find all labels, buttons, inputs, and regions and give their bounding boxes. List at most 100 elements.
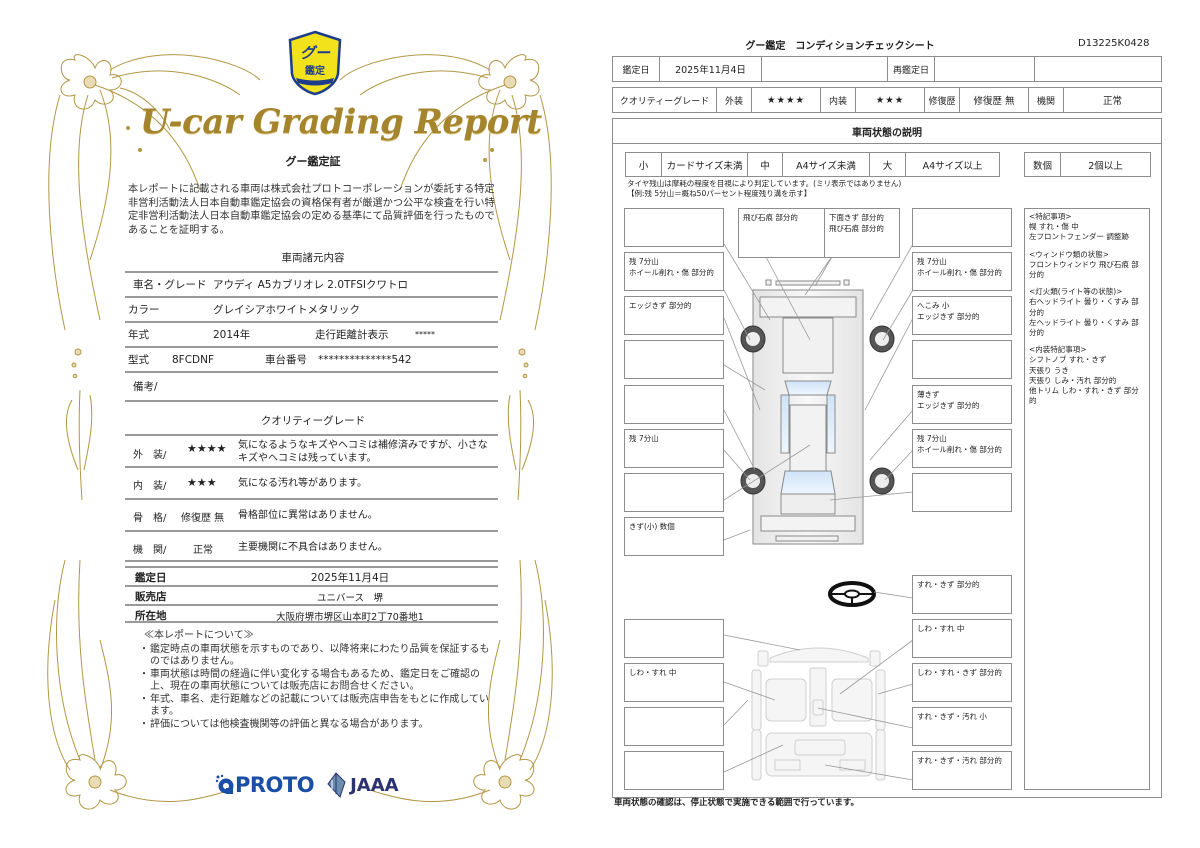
count-legend: 数個 2個以上	[1024, 152, 1151, 177]
interior-comment-box	[624, 751, 724, 790]
repair-history-label: 修復歴	[925, 88, 960, 112]
grade-rating: ★★★★	[187, 442, 227, 455]
grade-label: クオリティーグレード	[613, 88, 717, 112]
bullet: ・	[139, 718, 149, 730]
count-value: 2個以上	[1088, 160, 1123, 172]
note-item: ・年式、車名、走行距離などの記載については販売店申告をもとに作成しています。	[138, 694, 498, 719]
size-medium-value: A4サイズ未満	[783, 153, 870, 176]
grade-row-interior: 内 装/ ★★★ 気になる汚れ等があります。	[125, 466, 498, 498]
notes-line: 他トリム しわ・すれ・きず 部分的	[1029, 386, 1139, 406]
appraisal-shop-table: 鑑定日 2025年11月4日 販売店 ユニバース 堺 所在地 大阪府堺市堺区山本…	[125, 566, 498, 623]
exterior-comment-box: 下面きず 部分的 飛び石痕 部分的	[824, 208, 900, 258]
svg-text:グー: グー	[300, 44, 331, 62]
grade-label: 外 装/	[133, 450, 167, 461]
lights-notes-group: <灯火類(ライト等の状態)> 右ヘッドライト 曇り・くすみ 部分的 左ヘッドライ…	[1029, 287, 1145, 338]
interior-comment-box: すれ・きず・汚れ 部分的	[912, 751, 1012, 790]
grade-label: 内 装/	[133, 481, 167, 492]
interior-comment-box	[624, 619, 724, 658]
shop-label: 鑑定日	[135, 572, 167, 584]
exterior-comment-box: 薄きず エッジきず 部分的	[912, 385, 1012, 424]
proto-text: PROTO	[235, 773, 315, 797]
grade-label: 骨 格/	[133, 513, 167, 524]
notes-group-title: <特記事項>	[1029, 212, 1072, 221]
jaaa-text: JAAA	[350, 774, 399, 796]
shop-row-dealer: 販売店 ユニバース 堺	[125, 585, 498, 604]
exterior-comment-box: 飛び石痕 部分的	[738, 208, 838, 258]
exterior-comment-box: 残 7分山 ホイール削れ・傷 部分的	[624, 252, 724, 291]
note-text: 評価については他検査機関等の評価と異なる場合があります。	[150, 718, 429, 730]
interior-comment-box: しわ・すれ 中	[912, 619, 1012, 658]
document-id: D13225K0428	[1078, 38, 1150, 49]
spec-row-year: 年式 2014年 走行距離計表示 *****	[125, 321, 498, 346]
notes-title: ≪本レポートについて≫	[144, 630, 254, 641]
spec-label: カラー	[128, 304, 160, 316]
grade-rating: ★★★	[187, 476, 217, 489]
note-text: 鑑定時点の車両状態を示すものであり、以降将来にわたり品質を保証するものではありま…	[150, 643, 490, 668]
shop-value: 大阪府堺市堺区山本町2丁70番地1	[276, 612, 424, 623]
grade-section-title: クオリティーグレード	[260, 415, 366, 427]
grade-label: 機 関/	[133, 545, 167, 556]
notes-line: フロントウィンドウ 飛び石痕 部分的	[1029, 259, 1139, 280]
repair-history-value: 修復歴 無	[960, 88, 1029, 112]
proto-mark-icon	[215, 774, 234, 794]
blank-cell	[762, 57, 888, 81]
steering-comment-box: すれ・きず 部分的	[912, 575, 1012, 614]
spec-label: 車名・グレード	[133, 279, 207, 291]
exterior-comment-box	[912, 473, 1012, 512]
exterior-comment-box: 残 7分山	[624, 429, 724, 468]
shop-label: 所在地	[135, 610, 167, 622]
notes-line: シフトノブ すれ・きず	[1029, 355, 1107, 365]
tire-note-line: タイヤ残山は摩耗の程度を目視により判定しています。(ミリ表示ではありません)	[627, 179, 902, 188]
exterior-comment-box	[624, 208, 724, 247]
certificate-intro-text: 本レポートに記載される車両は株式会社プロトコーポレーションが委託する特定非営利活…	[128, 184, 495, 236]
quality-grade-row: クオリティーグレード 外装 ★★★★ 内装 ★★★ 修復歴 修復歴 無 機関 正…	[612, 87, 1162, 113]
vehicle-state-panel: 車両状態の説明 小 カードサイズ未満 中 A4サイズ未満 大 A4サイズ以上 数…	[612, 118, 1162, 798]
grading-certificate: グー 鑑定 U-car Grading Report グー鑑定証 本レポートに記…	[47, 30, 553, 810]
grade-row-frame: 骨 格/ 修復歴 無 骨格部位に異常はありません。	[125, 498, 498, 530]
interior-comment-box: しわ・すれ 中	[624, 663, 724, 702]
bullet: ・	[139, 668, 149, 680]
count-label: 数個	[1025, 153, 1061, 176]
note-text: 年式、車名、走行距離などの記載については販売店申告をもとに作成しています。	[150, 693, 489, 718]
date-label: 鑑定日	[613, 57, 660, 81]
special-notes-group: <特記事項> 幌 すれ・傷 中 左フロントフェンダー 調整跡	[1029, 212, 1145, 243]
blank-cell	[1035, 57, 1161, 81]
quality-grade-table: 外 装/ ★★★★ 気になるようなキズやヘコミは補修済みですが、小さなキズやヘコ…	[125, 434, 498, 562]
spec-label: 備考/	[133, 381, 158, 393]
notes-group-title: <内装特記事項>	[1029, 345, 1087, 355]
bullet: ・	[139, 693, 149, 705]
spec-value: **************542	[318, 353, 412, 366]
spec-label: 車台番号	[265, 354, 307, 366]
spec-value: 8FCDNF	[172, 353, 215, 366]
notes-line: 左フロントフェンダー 調整跡	[1029, 232, 1129, 242]
interior-comment-box: しわ・すれ・きず 部分的	[912, 663, 1012, 702]
size-medium-label: 中	[748, 153, 783, 176]
note-text: 車両状態は時間の経過に伴い変化する場合もあるため、鑑定日をご確認の上、現在の車両…	[150, 668, 480, 693]
spec-value: 2014年	[213, 329, 251, 341]
notes-line: 幌 すれ・傷 中	[1029, 222, 1079, 232]
notes-line: 左ヘッドライト 曇り・くすみ 部分的	[1029, 317, 1139, 338]
sheet-title: グー鑑定 コンディションチェックシート	[745, 41, 935, 52]
interior-notes-group: <内装特記事項> シフトノブ すれ・きず 天張り うき 天張り しみ・汚れ 部分…	[1029, 345, 1145, 406]
bullet: ・	[139, 643, 149, 655]
certificate-heading: グー鑑定証	[285, 155, 341, 168]
partner-logos: PROTO JAAA	[215, 768, 399, 802]
exterior-comment-box: きず(小) 数個	[624, 517, 724, 556]
report-notes: ≪本レポートについて≫ ・鑑定時点の車両状態を示すものであり、以降将来にわたり品…	[138, 630, 498, 731]
grade-row-exterior: 外 装/ ★★★★ 気になるようなキズやヘコミは補修済みですが、小さなキズやヘコ…	[125, 434, 498, 466]
interior-label: 内装	[821, 88, 856, 112]
spec-value: グレイシアホワイトメタリック	[213, 304, 360, 316]
vehicle-spec-table: 車名・グレード アウディ A5カブリオレ 2.0TFSIクワトロ カラー グレイ…	[125, 271, 498, 402]
exterior-comment-box	[624, 340, 724, 379]
grade-description: 骨格部位に異常はありません。	[238, 510, 378, 521]
note-item: ・鑑定時点の車両状態を示すものであり、以降将来にわたり品質を保証するものではあり…	[138, 644, 498, 669]
shop-value: 2025年11月4日	[310, 572, 390, 584]
engine-value: 正常	[1102, 96, 1122, 107]
size-large-label: 大	[870, 153, 906, 176]
exterior-comment-box: エッジきず 部分的	[624, 296, 724, 335]
state-section-title: 車両状態の説明	[613, 119, 1161, 144]
report-script-title: U-car Grading Report	[140, 102, 542, 142]
note-item: ・車両状態は時間の経過に伴い変化する場合もあるため、鑑定日をご確認の上、現在の車…	[138, 669, 498, 694]
shop-row-date: 鑑定日 2025年11月4日	[125, 566, 498, 585]
exterior-comment-box: へこみ 小 エッジきず 部分的	[912, 296, 1012, 335]
